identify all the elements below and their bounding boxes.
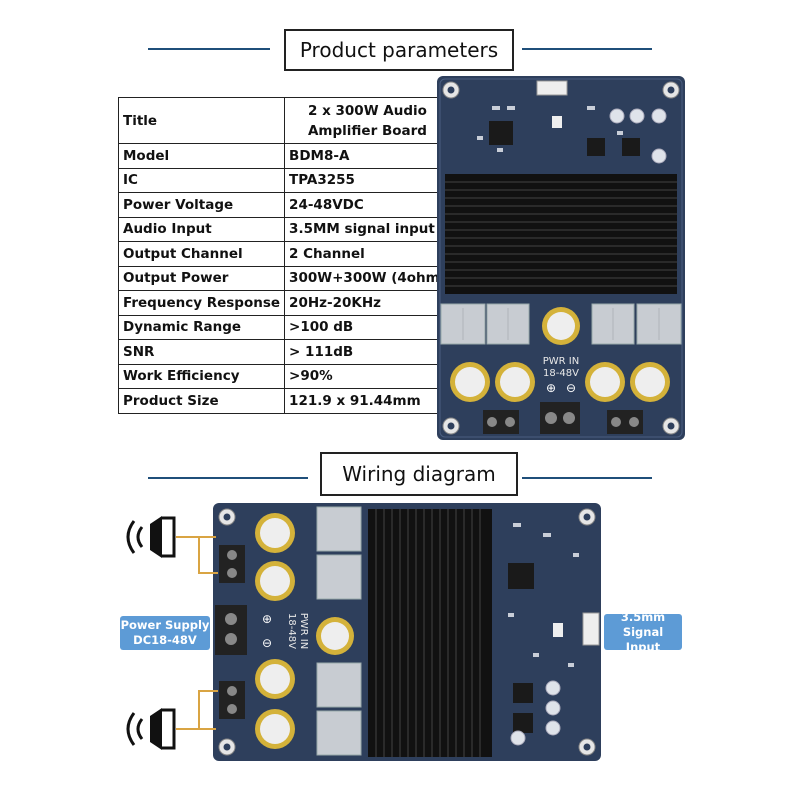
bottom-volt-label: 18-48V [286,613,297,649]
param-value: 300W+300W (4ohm) [284,265,451,291]
table-row: Work Efficiency>90% [117,363,451,389]
heading-rule-left-2 [148,477,308,479]
signal-line1: 3.5mm [620,609,666,624]
wire-speaker-top [176,536,216,538]
power-supply-line1: Power Supply [120,618,210,632]
param-value: 3.5MM signal input [284,216,451,242]
product-parameters-heading: Product parameters [284,29,514,71]
title-value-line1: 2 x 300W Audio [308,102,427,119]
signal-input-label: 3.5mm Signal Input [604,610,682,654]
title-value-line2: Amplifier Board [307,122,427,139]
param-key: Dynamic Range [117,314,286,340]
wire-speaker-bottom-v [198,690,200,730]
svg-text:⊖: ⊖ [262,636,272,650]
signal-line2: Signal Input [622,624,664,654]
wire-speaker-top-v [198,536,200,574]
param-key: Product Size [117,388,286,414]
wire-speaker-bottom-h2 [198,690,218,692]
param-key: SNR [117,339,286,365]
heading-rule-right [522,48,652,50]
param-value: 2 Channel [284,241,451,267]
table-row: SNR> 111dB [117,339,451,365]
param-key: Output Power [117,265,286,291]
speaker-icon [126,516,176,558]
param-key: Audio Input [117,216,286,242]
param-value: TPA3255 [284,167,451,193]
param-key: Power Voltage [117,192,286,218]
param-key: IC [117,167,286,193]
heading-rule-right-2 [522,477,652,479]
param-value: 121.9 x 91.44mm [284,388,451,414]
heading-rule-left [148,48,270,50]
top-pwr-in-label: PWR IN [543,356,579,367]
wire-speaker-top-h2 [198,572,218,574]
amplifier-board-top-view: PWR IN 18-48V ⊕ ⊖ [437,76,685,440]
param-key: Title [117,97,286,144]
table-row: Dynamic Range>100 dB [117,314,451,340]
bottom-pwr-in-label: PWR IN [298,613,309,649]
param-value: > 111dB [284,339,451,365]
amplifier-board-wiring-view: PWR IN 18-48V ⊕ ⊖ [213,503,601,761]
wiring-diagram-heading: Wiring diagram [320,452,518,496]
param-value: 20Hz-20KHz [284,290,451,316]
param-value: >90% [284,363,451,389]
svg-text:⊕: ⊕ [546,381,556,395]
param-key: Frequency Response [117,290,286,316]
param-value: >100 dB [284,314,451,340]
param-value: 24-48VDC [284,192,451,218]
power-supply-line2: DC18-48V [133,633,197,647]
svg-text:⊕: ⊕ [262,612,272,626]
parameters-table: Title 2 x 300W Audio Amplifier Board Mod… [117,97,451,414]
param-value: 2 x 300W Audio Amplifier Board [284,97,451,144]
param-key: Output Channel [117,241,286,267]
param-key: Model [117,143,286,169]
speaker-icon [126,708,176,750]
table-row: Title 2 x 300W Audio Amplifier Board [117,97,451,144]
param-key: Work Efficiency [117,363,286,389]
svg-text:⊖: ⊖ [566,381,576,395]
param-value: BDM8-A [284,143,451,169]
top-volt-label: 18-48V [543,368,579,379]
wire-speaker-bottom [176,728,216,730]
power-supply-label: Power Supply DC18-48V [120,616,210,650]
